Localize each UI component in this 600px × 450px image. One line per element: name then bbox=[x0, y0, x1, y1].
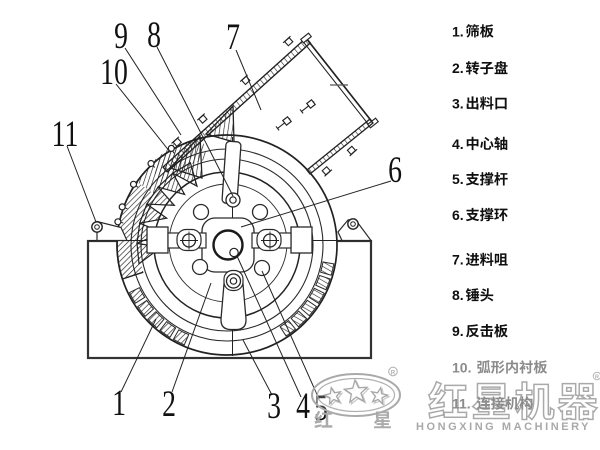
svg-text:7: 7 bbox=[226, 17, 240, 58]
svg-text:2: 2 bbox=[162, 384, 176, 425]
svg-text:3.: 3. bbox=[452, 95, 464, 111]
svg-text:5.: 5. bbox=[452, 171, 464, 187]
svg-text:6: 6 bbox=[388, 150, 402, 191]
svg-text:R: R bbox=[595, 375, 599, 381]
svg-text:1: 1 bbox=[112, 383, 126, 424]
svg-text:R: R bbox=[391, 369, 396, 376]
svg-text:10.: 10. bbox=[452, 359, 471, 375]
svg-text:4: 4 bbox=[296, 386, 310, 427]
svg-text:11: 11 bbox=[52, 114, 79, 155]
svg-text:2.: 2. bbox=[452, 60, 464, 76]
svg-text:11.: 11. bbox=[452, 396, 471, 412]
svg-text:HONGXING MACHINERY: HONGXING MACHINERY bbox=[416, 421, 591, 433]
svg-text:8.: 8. bbox=[452, 287, 464, 303]
svg-text:9.: 9. bbox=[452, 323, 464, 339]
svg-text:4.: 4. bbox=[452, 136, 464, 152]
svg-text:8: 8 bbox=[147, 15, 161, 56]
svg-text:3: 3 bbox=[267, 386, 281, 427]
svg-text:9: 9 bbox=[114, 16, 128, 57]
svg-text:7.: 7. bbox=[452, 252, 464, 268]
svg-text:1.: 1. bbox=[452, 23, 464, 39]
svg-text:6.: 6. bbox=[452, 207, 464, 223]
svg-text:10: 10 bbox=[100, 52, 128, 93]
